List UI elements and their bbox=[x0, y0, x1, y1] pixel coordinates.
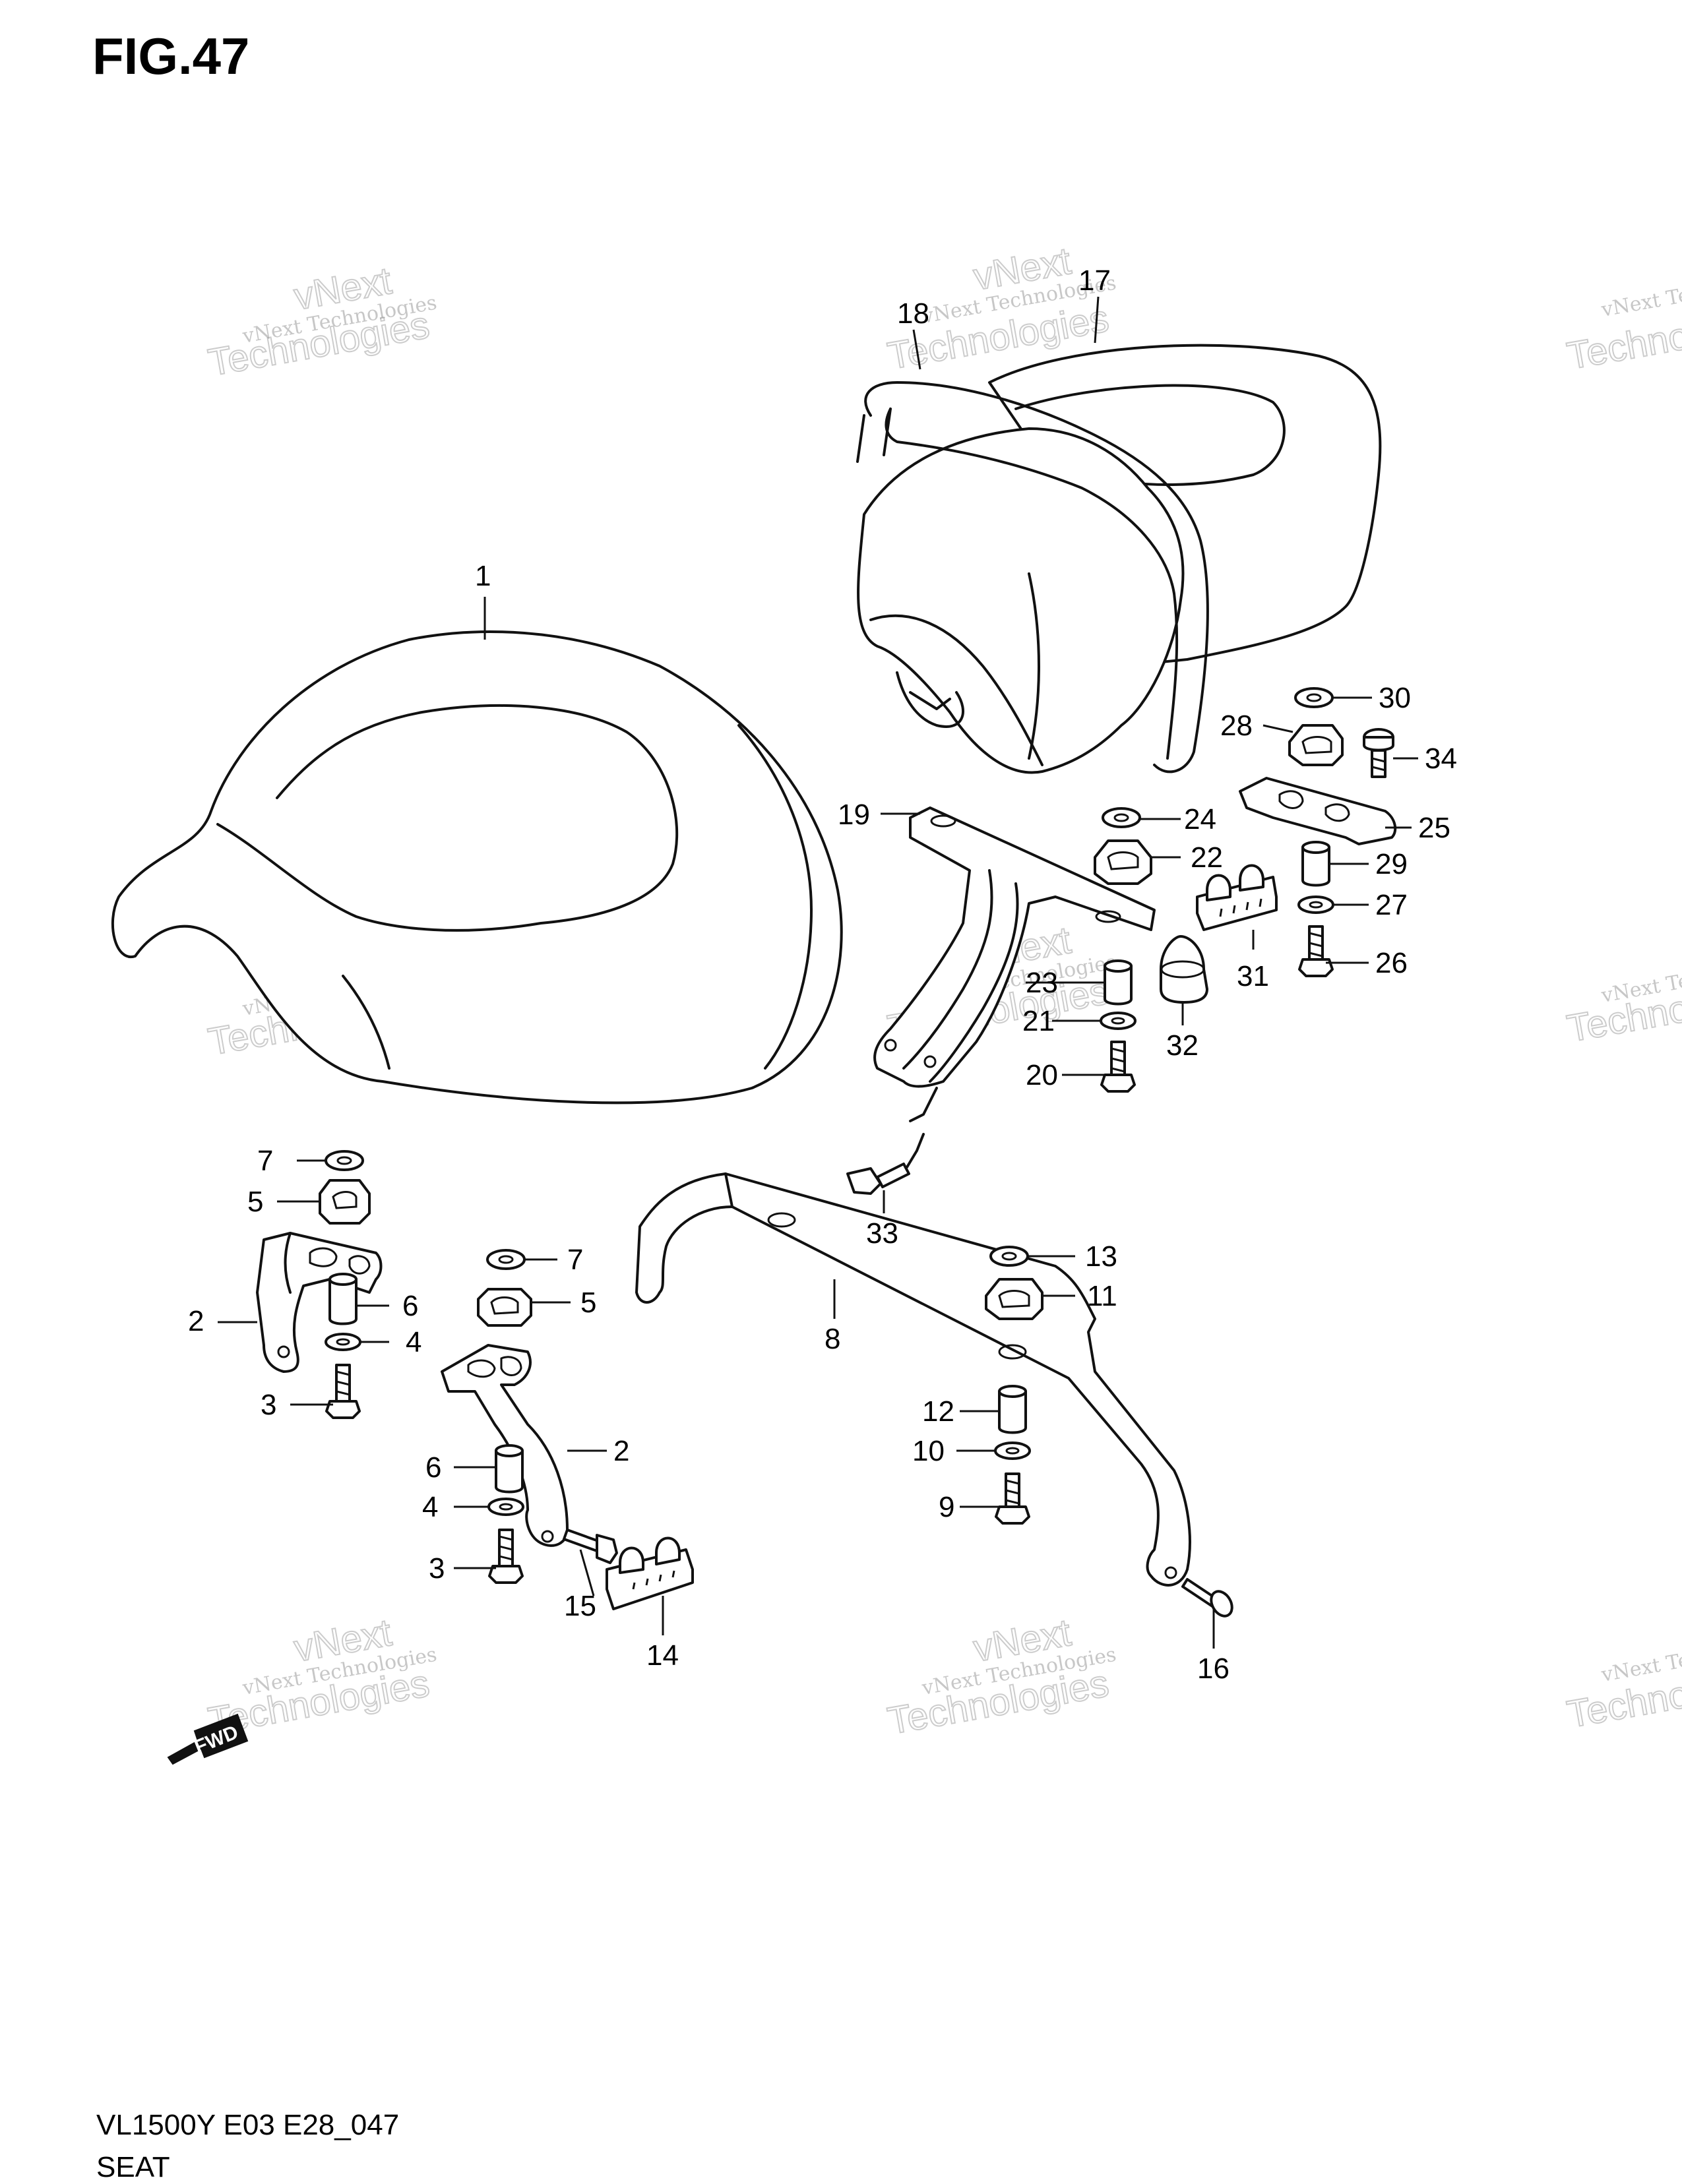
bolt-part-3-upper bbox=[325, 1364, 361, 1419]
rubber-mount-part-31 bbox=[1196, 864, 1278, 931]
grommet-part-11 bbox=[985, 1278, 1043, 1320]
spacer-part-29 bbox=[1301, 841, 1330, 887]
diagram-code: VL1500Y E03 E28_047 bbox=[96, 2109, 400, 2141]
callout-8: 8 bbox=[825, 1323, 840, 1355]
rubber-mount-part-14 bbox=[606, 1536, 694, 1610]
spacer-part-12 bbox=[998, 1385, 1027, 1434]
bolt-part-34 bbox=[1363, 728, 1394, 778]
callout-17: 17 bbox=[1078, 264, 1111, 297]
rubber-bumper-part-32 bbox=[1160, 935, 1208, 1004]
callout-10: 10 bbox=[912, 1435, 945, 1467]
callout-9: 9 bbox=[939, 1491, 954, 1523]
callout-32: 32 bbox=[1166, 1029, 1199, 1062]
bolt-part-26 bbox=[1298, 925, 1334, 977]
callout-5: 5 bbox=[247, 1186, 263, 1218]
spacer-part-6-lower bbox=[495, 1444, 524, 1494]
callout-18: 18 bbox=[897, 297, 929, 330]
callout-33: 33 bbox=[866, 1217, 898, 1250]
callout-6: 6 bbox=[402, 1290, 418, 1322]
callout-labels: 1 2 2 3 3 4 4 5 5 6 6 7 7 8 9 10 11 12 1… bbox=[188, 264, 1457, 1685]
washer-part-10 bbox=[994, 1441, 1031, 1460]
callout-29: 29 bbox=[1375, 848, 1408, 880]
bolt-part-16 bbox=[1181, 1578, 1233, 1618]
callout-21: 21 bbox=[1022, 1005, 1055, 1037]
callout-30: 30 bbox=[1379, 682, 1411, 714]
washer-part-27 bbox=[1297, 895, 1334, 914]
bracket-part-2-upper bbox=[256, 1232, 383, 1373]
callout-22: 22 bbox=[1191, 841, 1223, 874]
callout-2: 2 bbox=[188, 1305, 204, 1337]
callout-13: 13 bbox=[1085, 1240, 1117, 1273]
grab-rail-part-18 bbox=[856, 381, 1209, 774]
spacer-part-23 bbox=[1104, 959, 1133, 1006]
callout-20: 20 bbox=[1026, 1059, 1058, 1091]
grommet-part-5-lower bbox=[477, 1288, 532, 1327]
grommet-part-28 bbox=[1288, 724, 1344, 766]
bracket-part-25 bbox=[1239, 777, 1397, 845]
callout-31: 31 bbox=[1237, 960, 1269, 992]
callout-27: 27 bbox=[1375, 889, 1408, 921]
bolt-part-15 bbox=[563, 1529, 618, 1564]
callout-15: 15 bbox=[564, 1590, 596, 1622]
grommet-part-5-upper bbox=[319, 1179, 371, 1225]
callout-19: 19 bbox=[838, 799, 870, 831]
bracket-part-19 bbox=[873, 806, 1156, 1122]
forward-direction-arrow: FWD bbox=[167, 1713, 249, 1765]
callout-7: 7 bbox=[257, 1145, 273, 1177]
callout-1: 1 bbox=[475, 560, 491, 592]
leader-lines bbox=[218, 296, 1418, 1649]
callout-7: 7 bbox=[567, 1244, 583, 1276]
front-seat-part-1 bbox=[111, 630, 843, 1105]
callout-28: 28 bbox=[1220, 710, 1253, 742]
washer-part-13 bbox=[989, 1246, 1029, 1267]
bracket-part-8 bbox=[635, 1172, 1191, 1587]
bolt-part-33 bbox=[846, 1133, 925, 1195]
bolt-part-9 bbox=[995, 1472, 1030, 1525]
callout-4: 4 bbox=[422, 1491, 438, 1523]
callout-6: 6 bbox=[425, 1451, 441, 1484]
washer-part-24 bbox=[1102, 807, 1141, 828]
bolt-part-20 bbox=[1100, 1041, 1136, 1093]
callout-11: 11 bbox=[1087, 1280, 1117, 1312]
callout-14: 14 bbox=[646, 1639, 679, 1672]
diagram-name: SEAT bbox=[96, 2151, 170, 2183]
callout-12: 12 bbox=[922, 1395, 954, 1428]
washer-part-21 bbox=[1100, 1012, 1137, 1030]
callout-2: 2 bbox=[613, 1435, 629, 1467]
washer-part-7-upper bbox=[325, 1150, 364, 1171]
callout-3: 3 bbox=[261, 1389, 276, 1421]
rear-seat-part-17 bbox=[857, 344, 1382, 774]
callout-26: 26 bbox=[1375, 947, 1408, 979]
figure-title: FIG.47 bbox=[92, 27, 250, 85]
callout-5: 5 bbox=[580, 1287, 596, 1319]
washer-part-4-lower bbox=[487, 1498, 524, 1516]
washer-part-4-upper bbox=[325, 1333, 361, 1351]
callout-23: 23 bbox=[1026, 967, 1058, 999]
callout-34: 34 bbox=[1425, 743, 1457, 775]
washer-part-7-lower bbox=[486, 1249, 526, 1270]
callout-24: 24 bbox=[1184, 803, 1216, 835]
watermark-text: vNext Technologies bbox=[1599, 265, 1682, 322]
callout-25: 25 bbox=[1418, 812, 1450, 844]
callout-4: 4 bbox=[406, 1326, 421, 1358]
spacer-part-6-upper bbox=[328, 1273, 358, 1325]
callout-3: 3 bbox=[429, 1552, 445, 1585]
callout-16: 16 bbox=[1197, 1653, 1230, 1685]
grommet-part-22 bbox=[1094, 839, 1152, 885]
washer-part-30 bbox=[1294, 687, 1334, 708]
bolt-part-3-lower bbox=[488, 1529, 524, 1584]
